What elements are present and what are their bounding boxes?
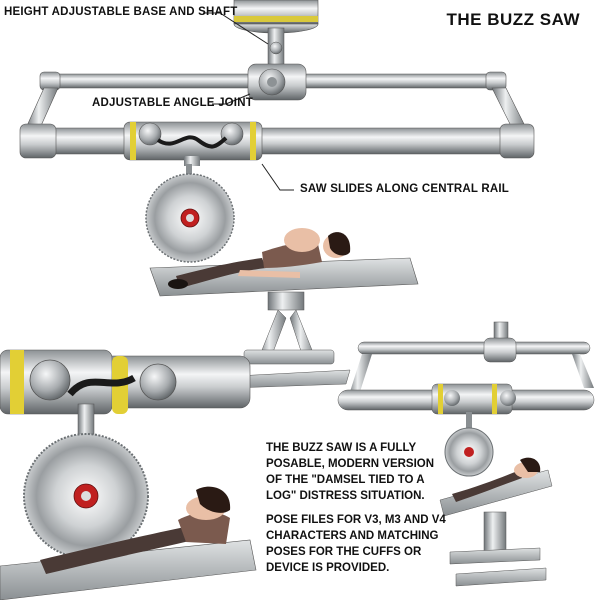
callout-base-shaft: HEIGHT ADJUSTABLE BASE AND SHAFT [4,6,238,18]
closeup-view [0,349,257,600]
page-title: THE BUZZ SAW [446,10,580,29]
callout-central-rail: SAW SLIDES ALONG CENTRAL RAIL [300,183,509,195]
description-paragraph-2: POSE FILES FOR V3, M3 AND V4 CHARACTERS … [266,514,446,574]
central-rail [19,123,535,159]
callout-lines [203,12,294,191]
tied-figure [168,228,351,289]
description-paragraph-1: THE BUZZ SAW IS A FULLY POSABLE, MODERN … [266,442,435,502]
height-adjustable-base [233,0,319,34]
saw-carriage [123,121,263,166]
saw-blade [145,164,235,263]
angle-joint [247,63,307,101]
vertical-shaft [267,27,285,67]
angled-view [337,321,595,587]
callout-angle-joint: ADJUSTABLE ANGLE JOINT [92,97,253,109]
description: THE BUZZ SAW IS A FULLY POSABLE, MODERN … [266,440,446,584]
